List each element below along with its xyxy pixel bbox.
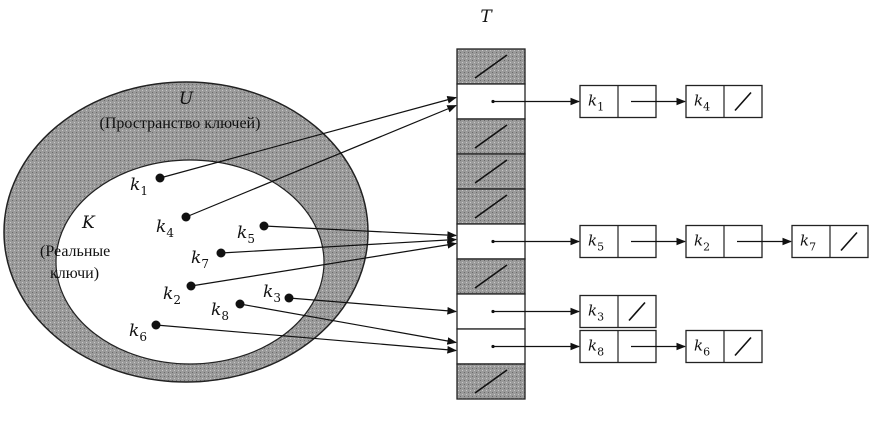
node-key-label-letter: k xyxy=(800,232,809,250)
table-label: T xyxy=(480,7,493,27)
actual-keys-ellipse xyxy=(55,159,325,365)
key-label-k7: k7 xyxy=(191,248,209,271)
node-key-label: k8 xyxy=(588,337,604,359)
actual-keys-caption-line2: ключи) xyxy=(50,265,99,282)
nil-slash xyxy=(474,124,508,149)
node-key-label-subscript: 7 xyxy=(809,241,816,254)
node-key-label-subscript: 2 xyxy=(703,241,710,254)
key-label-k2-letter: k xyxy=(163,284,173,304)
key-label-k5-letter: k xyxy=(237,223,247,243)
node-key-label-letter: k xyxy=(588,302,597,320)
key-label-k6-subscript: 6 xyxy=(139,330,147,344)
slot-pointer-origin xyxy=(491,239,495,244)
key-label-k6-letter: k xyxy=(129,321,139,341)
node-key-label-letter: k xyxy=(694,92,703,110)
key-label-k8: k8 xyxy=(211,300,229,323)
key-label-k7-subscript: 7 xyxy=(201,257,209,271)
key-arrows xyxy=(155,96,457,354)
key-label-k4: k4 xyxy=(156,217,174,240)
key-arrow-k7 xyxy=(220,236,457,254)
slot-pointer-origin xyxy=(491,344,495,349)
nil-slash xyxy=(474,159,508,184)
node-key-label: k2 xyxy=(694,232,710,254)
key-label-k8-letter: k xyxy=(211,300,221,320)
nil-pointer-slash xyxy=(734,91,752,112)
key-label-k5-subscript: 5 xyxy=(247,232,255,246)
key-label-k6: k6 xyxy=(129,321,147,344)
key-label-k1-letter: k xyxy=(130,175,140,195)
key-label-k3: k3 xyxy=(263,282,281,305)
key-arrow-k3 xyxy=(288,297,457,315)
table-slot-nil xyxy=(456,118,526,155)
key-label-k1: k1 xyxy=(130,175,148,198)
key-arrow-k6 xyxy=(155,324,457,354)
nil-slash xyxy=(474,54,508,79)
key-label-k5: k5 xyxy=(237,223,255,246)
key-label-k7-letter: k xyxy=(191,248,201,268)
slot-pointer-origin xyxy=(491,309,495,314)
key-label-k3-letter: k xyxy=(263,282,273,302)
key-arrow-k5 xyxy=(263,225,457,239)
node-key-label: k1 xyxy=(588,92,604,114)
key-label-k2-subscript: 2 xyxy=(173,293,181,307)
node-key-label: k4 xyxy=(694,92,710,114)
key-label-k8-subscript: 8 xyxy=(221,309,229,323)
node-key-label-subscript: 4 xyxy=(703,101,710,114)
node-key-label: k6 xyxy=(694,337,710,359)
slot-pointer-origin xyxy=(491,99,495,104)
node-key-label: k3 xyxy=(588,302,604,324)
node-key-label-letter: k xyxy=(694,232,703,250)
node-key-label-subscript: 8 xyxy=(597,346,604,359)
universe-label: U xyxy=(179,89,194,109)
actual-keys-label: K xyxy=(81,213,96,233)
nil-slash xyxy=(474,264,508,289)
key-label-k2: k2 xyxy=(163,284,181,307)
node-key-label-letter: k xyxy=(588,337,597,355)
nil-slash xyxy=(474,194,508,219)
key-arrow-k4 xyxy=(185,104,457,218)
node-key-label-subscript: 3 xyxy=(597,311,604,324)
key-label-k3-subscript: 3 xyxy=(273,291,281,305)
node-key-label-letter: k xyxy=(694,337,703,355)
key-arrow-k1 xyxy=(159,96,457,179)
node-key-label-subscript: 6 xyxy=(703,346,710,359)
actual-keys-caption-line1: (Реальные xyxy=(40,243,110,260)
key-label-k4-letter: k xyxy=(156,217,166,237)
nil-slash xyxy=(474,369,508,394)
node-key-label-subscript: 1 xyxy=(597,101,604,114)
node-key-label: k7 xyxy=(800,232,816,254)
key-label-k1-subscript: 1 xyxy=(140,184,148,198)
node-key-label-subscript: 5 xyxy=(597,241,604,254)
key-label-k4-subscript: 4 xyxy=(166,226,174,240)
nil-pointer-slash xyxy=(628,301,646,322)
nil-pointer-slash xyxy=(734,336,752,357)
node-key-label-letter: k xyxy=(588,232,597,250)
universe-caption: (Пространство ключей) xyxy=(100,115,261,132)
nil-pointer-slash xyxy=(840,231,858,252)
hash-table xyxy=(456,48,526,400)
key-arrow-k8 xyxy=(239,303,457,345)
node-key-label-letter: k xyxy=(588,92,597,110)
node-key-label: k5 xyxy=(588,232,604,254)
key-arrow-k2 xyxy=(190,241,457,287)
